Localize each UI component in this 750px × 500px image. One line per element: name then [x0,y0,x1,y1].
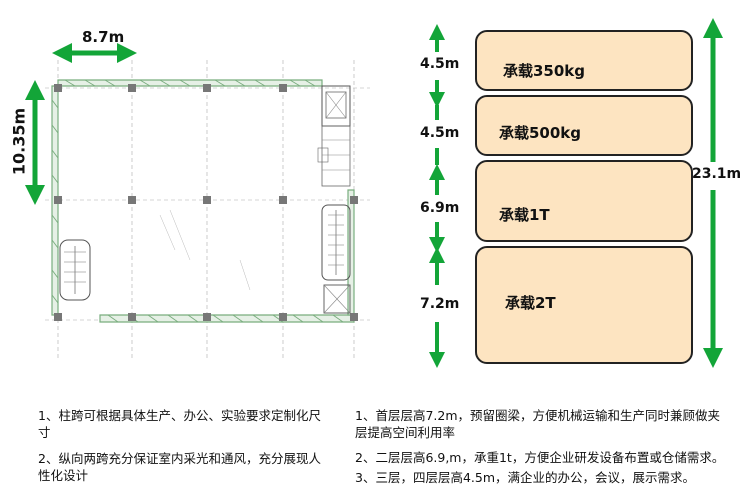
floor-1-load: 承载2T [505,294,556,312]
floor4-height-label: 4.5m [420,56,460,72]
note-left-2: 2、纵向两跨充分保证室内采光和通风，充分展现人 [38,451,321,466]
total-height-label: 23.1m [692,166,742,182]
note-left-1: 1、柱跨可根据具体生产、办公、实验要求定制化尺 [38,408,321,423]
floor-block-1: 承载2T [475,246,693,364]
floor-block-3: 承载500kg [475,95,693,156]
floor3-height-label: 4.5m [420,125,460,141]
plan-outline [45,60,370,360]
floor-4-load: 承载350kg [503,62,586,80]
note-right-1: 1、首层层高7.2m，预留圈梁，方便机械运输和生产同时兼顾做夹 [355,408,721,423]
floor-block-2: 承载1T [475,160,693,242]
note-right-3: 3、三层，四层层高4.5m，满企业的办公，会议，展示需求。 [355,470,696,485]
floor-2-load: 承载1T [499,206,550,224]
note-right-1b: 层提高空间利用率 [355,425,456,440]
floor-block-4: 承载350kg [475,30,693,91]
note-right-2: 2、二层层高6.9,m，承重1t，方便企业研发设备布置或仓储需求。 [355,450,725,465]
floor2-height-label: 6.9m [420,200,460,216]
span-label: 8.7m [82,28,125,46]
depth-label: 10.35m [9,107,29,176]
note-left-2b: 性化设计 [38,468,89,483]
floor1-height-label: 7.2m [420,296,460,312]
floor-3-load: 承载500kg [499,124,582,142]
note-left-1b: 寸 [38,425,51,440]
floor-plan-drawing [25,17,723,368]
